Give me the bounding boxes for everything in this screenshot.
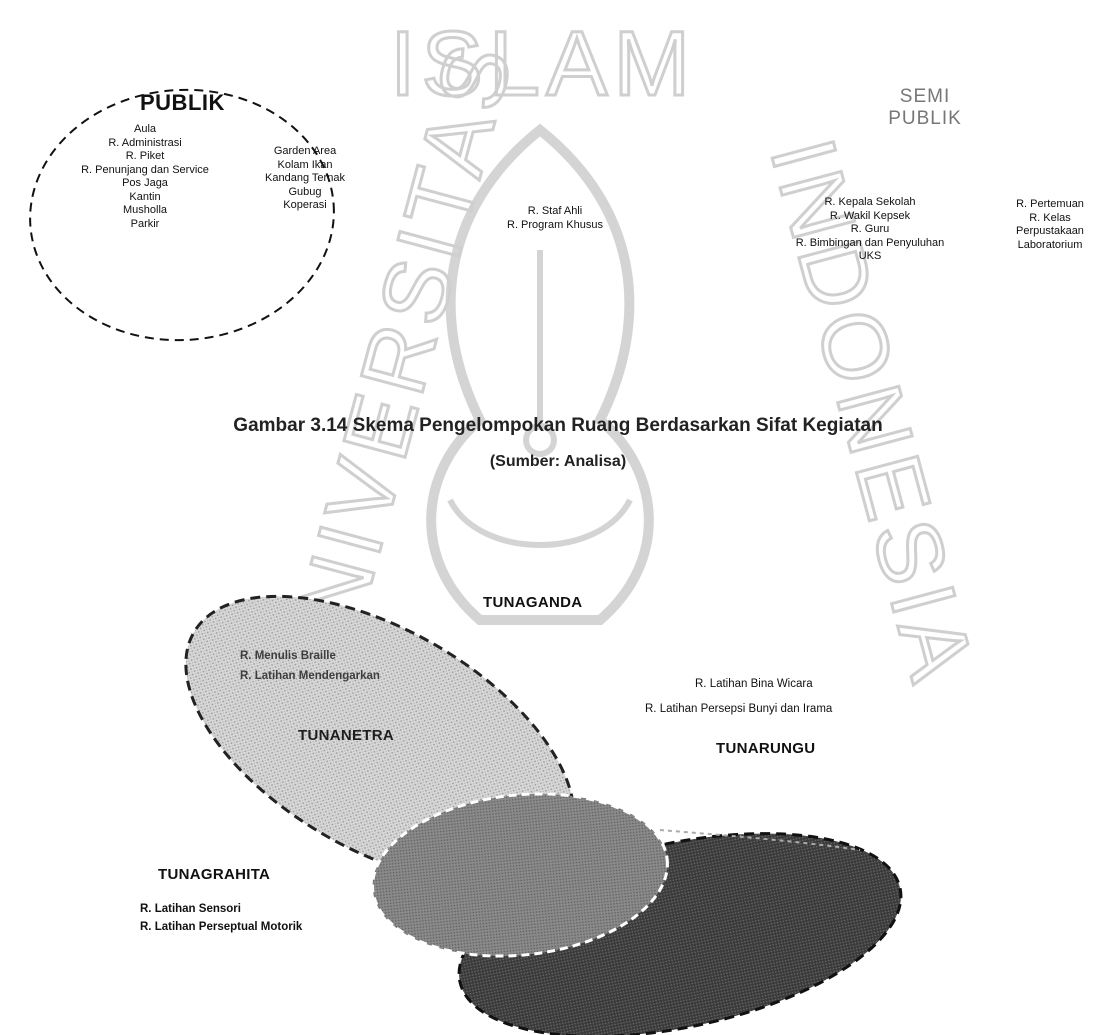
tunanetra-room-1: R. Menulis Braille <box>240 650 336 662</box>
publik-room-item: R. Administrasi <box>108 136 182 149</box>
tunarungu-room-2: R. Latihan Persepsi Bunyi dan Irama <box>645 703 833 715</box>
publik-room-item: Pos Jaga <box>122 177 168 189</box>
tunanetra-title: TUNANETRA <box>298 727 395 744</box>
publik-room-item: Kantin <box>129 190 161 203</box>
semi-publik-room-item: R. Bimbingan dan Penyuluhan <box>795 236 945 249</box>
publik-title: PUBLIK <box>140 90 225 115</box>
semi-publik-room-item: Laboratorium <box>1017 238 1083 251</box>
semi-publik-room-item: R. Wakil Kepsek <box>829 209 911 222</box>
publik-room-item: Kolam Ikan <box>277 158 333 171</box>
tunagrahita-room-1: R. Latihan Sensori <box>140 903 241 915</box>
publik-room-item: Koperasi <box>283 199 327 211</box>
semi-publik-room-item: Perpustakaan <box>1016 225 1084 237</box>
publik-room-item: R. Piket <box>125 150 165 162</box>
tunagrahita-title: TUNAGRAHITA <box>158 866 271 883</box>
semi-publik-room-item: R. Kepala Sekolah <box>824 196 916 208</box>
publik-room-item: Musholla <box>122 204 168 216</box>
semi-publik-room-item: R. Pertemuan <box>1016 198 1084 210</box>
tunarungu-room-1: R. Latihan Bina Wicara <box>695 678 813 690</box>
tunagrahita-room-2: R. Latihan Perseptual Motorik <box>140 921 303 933</box>
publik-room-item: Garden Area <box>273 145 337 157</box>
semi-publik-room-item: R. Guru <box>850 223 890 235</box>
semi-publik-title: SEMI PUBLIK <box>888 86 962 129</box>
tunarungu-title: TUNARUNGU <box>716 740 816 757</box>
semi-publik-room-item: R. Staf Ahli <box>527 205 583 217</box>
publik-zone-ellipse <box>29 88 335 342</box>
publik-room-item: Parkir <box>130 217 160 230</box>
figure-caption: Gambar 3.14 Skema Pengelompokan Ruang Be… <box>233 415 883 436</box>
tunanetra-room-2: R. Latihan Mendengarkan <box>240 670 380 682</box>
publik-room-item: R. Penunjang dan Service <box>81 163 209 176</box>
semi-publik-room-item: UKS <box>858 250 882 262</box>
tunaganda-title: TUNAGANDA <box>483 594 583 611</box>
semi-publik-room-item: R. Program Khusus <box>507 218 603 231</box>
tunaganda-overlap-ellipse <box>371 792 669 958</box>
publik-room-item: Gubug <box>288 185 322 198</box>
semi-publik-room-item: R. Kelas <box>1029 211 1071 224</box>
publik-room-item: Aula <box>133 123 157 135</box>
watermark-text-top: ISLAM <box>390 13 696 115</box>
faint-connector-line <box>659 829 861 851</box>
figure-source: (Sumber: Analisa) <box>489 453 627 470</box>
watermark-logo <box>426 123 654 625</box>
publik-room-item: Kandang Ternak <box>265 172 345 184</box>
